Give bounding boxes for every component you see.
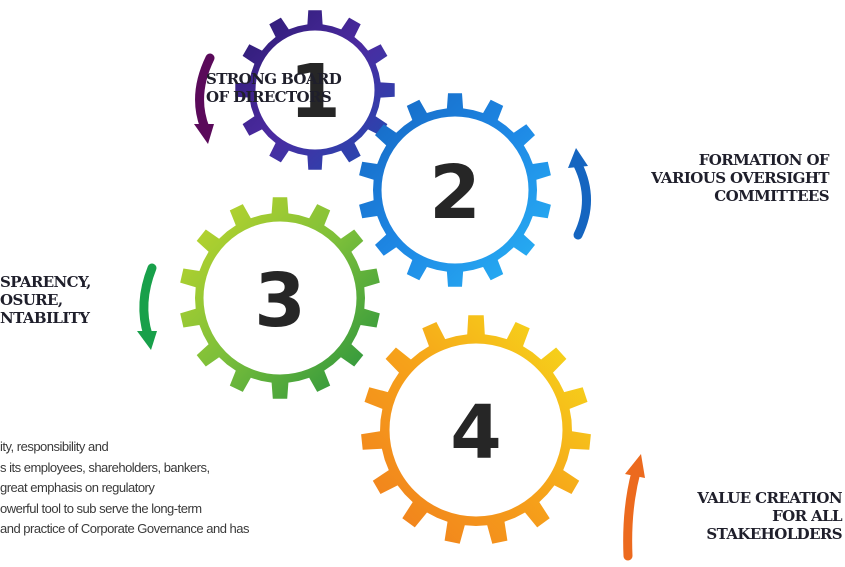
gear-4: 4 bbox=[361, 315, 591, 544]
arrow-1-head-icon bbox=[194, 124, 214, 144]
step-2-label-line: VARIOUS OVERSIGHT bbox=[651, 169, 830, 187]
gear-4-hub bbox=[404, 358, 548, 502]
step-4-label: VALUE CREATION FOR ALL STAKEHOLDERS bbox=[697, 489, 842, 543]
gear-4-number: 4 bbox=[450, 390, 502, 476]
step-4-label-line: VALUE CREATION bbox=[697, 489, 842, 507]
step-1-label: STRONG BOARD OF DIRECTORS bbox=[206, 70, 342, 106]
step-3-label-line: NTABILITY bbox=[0, 309, 90, 327]
curved-arrow-up-icon bbox=[573, 160, 591, 240]
gear-2-number: 2 bbox=[429, 150, 481, 236]
body-line: ity, responsibility and bbox=[0, 439, 109, 454]
gear-1: 1 bbox=[235, 10, 395, 170]
step-3-label: SPARENCY, OSURE, NTABILITY bbox=[0, 273, 91, 327]
curved-arrow-up-icon bbox=[623, 467, 641, 561]
gear-3-number: 3 bbox=[254, 258, 306, 344]
gear-3: 3 bbox=[180, 197, 380, 399]
arrow-4-head-icon bbox=[625, 454, 645, 478]
body-paragraph: ity, responsibility and s its employees,… bbox=[0, 437, 250, 540]
gear-1-ring bbox=[255, 30, 375, 150]
body-line: and practice of Corporate Governance and… bbox=[0, 521, 250, 537]
step-1-label-line: STRONG BOARD bbox=[206, 70, 342, 88]
arrow-2-head-icon bbox=[568, 148, 588, 168]
gear-1-hub bbox=[265, 40, 365, 140]
gear-1-number: 1 bbox=[289, 49, 341, 135]
arrow-3-head-icon bbox=[137, 331, 157, 350]
gear-2-ring bbox=[381, 116, 529, 264]
step-2-label-line: COMMITTEES bbox=[714, 187, 829, 205]
gear-3-ring bbox=[203, 221, 357, 375]
body-line: great emphasis on regulatory bbox=[0, 480, 155, 496]
step-3-label-line: OSURE, bbox=[0, 291, 63, 309]
step-4-label-line: STAKEHOLDERS bbox=[706, 525, 842, 543]
step-2-label-line: FORMATION OF bbox=[698, 151, 830, 169]
step-1-label-line: OF DIRECTORS bbox=[206, 88, 332, 106]
step-2-label: FORMATION OF VARIOUS OVERSIGHT COMMITTEE… bbox=[651, 151, 830, 205]
step-4-label-line: FOR ALL bbox=[772, 507, 843, 525]
gear-2: 2 bbox=[359, 93, 551, 287]
gear-2-hub bbox=[394, 129, 516, 251]
step-3-label-line: SPARENCY, bbox=[0, 273, 91, 291]
curved-arrow-down-icon bbox=[139, 263, 157, 340]
body-line: s its employees, shareholders, bankers, bbox=[0, 459, 210, 475]
body-line: owerful tool to sub serve the long-term bbox=[0, 500, 202, 516]
gear-3-hub bbox=[216, 234, 344, 362]
gear-4-ring bbox=[389, 343, 563, 517]
curved-arrow-down-icon bbox=[195, 53, 215, 133]
